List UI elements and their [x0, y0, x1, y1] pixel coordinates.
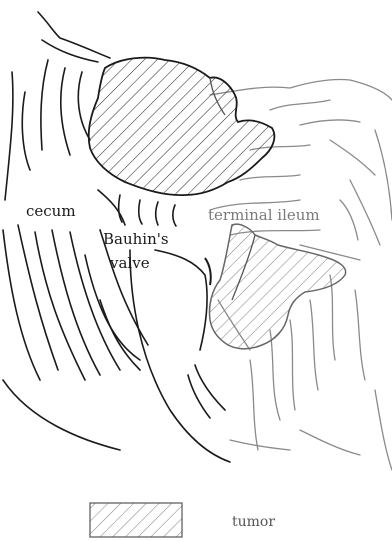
- label-terminal-ileum: terminal ileum: [208, 206, 320, 224]
- label-cecum: cecum: [26, 202, 76, 220]
- tumor-upper: [89, 58, 275, 195]
- legend-tumor-label: tumor: [232, 514, 275, 530]
- label-bauhins-valve-line2: valve: [109, 254, 150, 272]
- legend-tumor-swatch: [90, 503, 182, 537]
- label-bauhins-valve-line1: Bauhin's: [103, 230, 169, 248]
- tumor-lower: [209, 224, 345, 349]
